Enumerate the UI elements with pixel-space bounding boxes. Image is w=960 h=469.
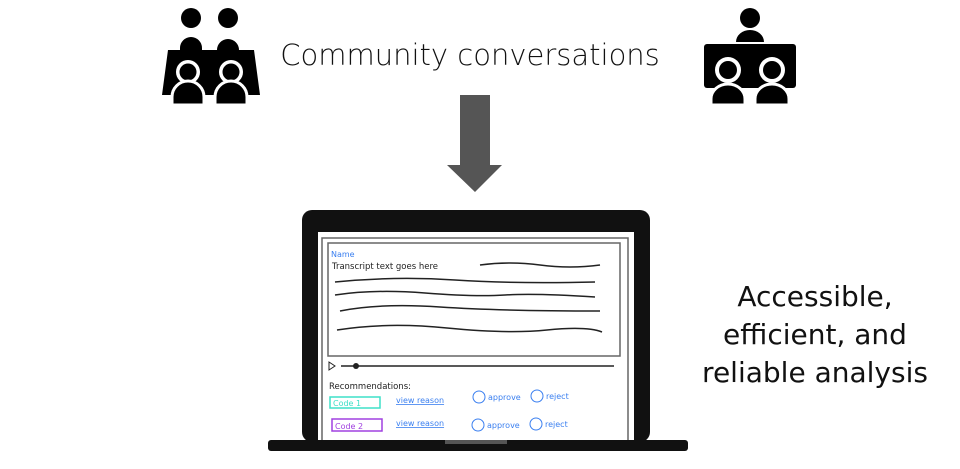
down-arrow bbox=[447, 95, 502, 192]
reject-button-1[interactable]: reject bbox=[546, 392, 569, 401]
name-label: Name bbox=[331, 250, 355, 259]
approve-button-1[interactable]: approve bbox=[488, 393, 521, 402]
title: Community conversations bbox=[280, 38, 660, 72]
play-icon bbox=[328, 361, 336, 371]
code-2-tag[interactable]: Code 2 bbox=[335, 422, 363, 431]
reject-button-2[interactable]: reject bbox=[545, 420, 568, 429]
view-reason-link-2[interactable]: view reason bbox=[396, 419, 444, 428]
laptop bbox=[268, 210, 688, 451]
outcome-text: Accessible, efficient, and reliable anal… bbox=[690, 278, 940, 392]
outcome-line: efficient, and bbox=[723, 318, 907, 351]
recommendations-label: Recommendations: bbox=[329, 382, 411, 392]
interview-icon bbox=[704, 8, 796, 107]
group-meeting-icon bbox=[162, 8, 260, 107]
transcript-text: Transcript text goes here bbox=[331, 262, 438, 272]
outcome-line: Accessible, bbox=[737, 280, 893, 313]
approve-button-2[interactable]: approve bbox=[487, 421, 520, 430]
outcome-line: reliable analysis bbox=[702, 356, 928, 389]
code-1-tag[interactable]: Code 1 bbox=[333, 399, 361, 408]
view-reason-link-1[interactable]: view reason bbox=[396, 396, 444, 405]
